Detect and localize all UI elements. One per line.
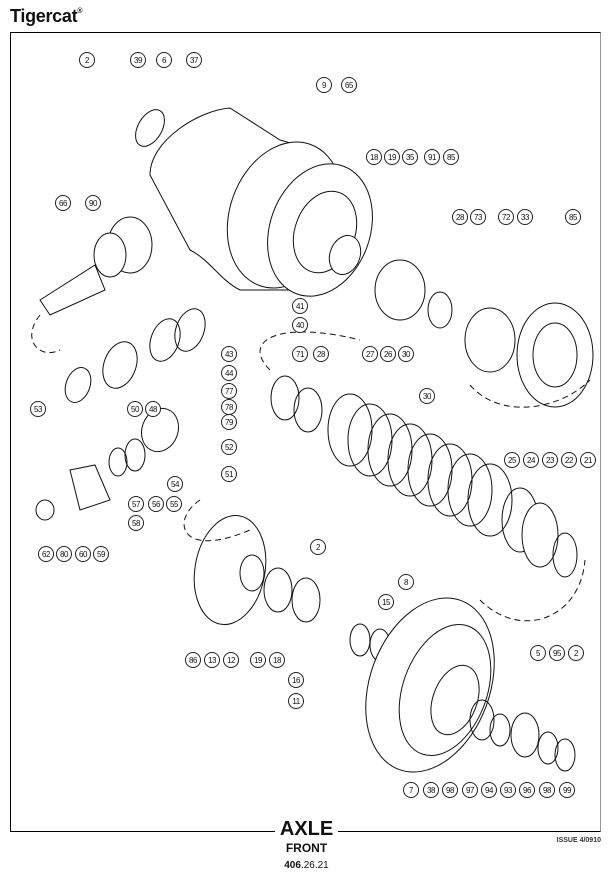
part-callout-86[interactable]: 86: [185, 652, 201, 668]
drawing-title: AXLE: [0, 818, 613, 841]
part-callout-80[interactable]: 80: [56, 546, 72, 562]
part-callout-55[interactable]: 55: [166, 496, 182, 512]
part-callout-43[interactable]: 43: [221, 346, 237, 362]
drawing-subtitle: FRONT: [285, 841, 328, 855]
part-callout-38[interactable]: 38: [423, 782, 439, 798]
part-callout-13[interactable]: 13: [204, 652, 220, 668]
part-callout-23[interactable]: 23: [542, 452, 558, 468]
part-callout-91[interactable]: 91: [424, 149, 440, 165]
part-callout-95[interactable]: 95: [549, 645, 565, 661]
part-callout-15[interactable]: 15: [378, 594, 394, 610]
part-callout-9[interactable]: 9: [316, 77, 332, 93]
title-text: AXLE: [274, 818, 339, 840]
part-callout-66[interactable]: 66: [55, 195, 71, 211]
part-callout-28[interactable]: 28: [313, 346, 329, 362]
part-callout-51[interactable]: 51: [221, 466, 237, 482]
part-callout-97[interactable]: 97: [462, 782, 478, 798]
part-callout-98[interactable]: 98: [442, 782, 458, 798]
part-callout-94[interactable]: 94: [481, 782, 497, 798]
part-callout-39[interactable]: 39: [130, 52, 146, 68]
part-callout-16[interactable]: 16: [288, 672, 304, 688]
part-callout-18[interactable]: 18: [269, 652, 285, 668]
part-callout-53[interactable]: 53: [30, 401, 46, 417]
part-callout-93[interactable]: 93: [500, 782, 516, 798]
page-number-suffix: .26.21: [300, 860, 329, 871]
part-callout-62[interactable]: 62: [38, 546, 54, 562]
part-callout-73[interactable]: 73: [470, 209, 486, 225]
part-callout-19[interactable]: 19: [250, 652, 266, 668]
part-callout-33[interactable]: 33: [517, 209, 533, 225]
page-number-prefix: 406: [284, 860, 301, 871]
part-callout-60[interactable]: 60: [75, 546, 91, 562]
part-callout-52[interactable]: 52: [221, 439, 237, 455]
part-callout-7[interactable]: 7: [403, 782, 419, 798]
part-callout-37[interactable]: 37: [186, 52, 202, 68]
part-callout-78[interactable]: 78: [221, 399, 237, 415]
part-callout-58[interactable]: 58: [128, 515, 144, 531]
part-callout-99[interactable]: 99: [559, 782, 575, 798]
part-callout-19[interactable]: 19: [384, 149, 400, 165]
part-callout-54[interactable]: 54: [167, 476, 183, 492]
part-callout-5[interactable]: 5: [530, 645, 546, 661]
part-callout-40[interactable]: 40: [292, 317, 308, 333]
part-callout-90[interactable]: 90: [85, 195, 101, 211]
part-callout-85[interactable]: 85: [565, 209, 581, 225]
part-callout-96[interactable]: 96: [519, 782, 535, 798]
part-callout-41[interactable]: 41: [292, 298, 308, 314]
part-callout-2[interactable]: 2: [79, 52, 95, 68]
differential-assembly: [374, 259, 594, 408]
part-callout-2[interactable]: 2: [568, 645, 584, 661]
part-callout-8[interactable]: 8: [398, 574, 414, 590]
part-callout-44[interactable]: 44: [221, 365, 237, 381]
axle-housing: [39, 107, 373, 316]
part-callout-72[interactable]: 72: [498, 209, 514, 225]
part-callout-6[interactable]: 6: [156, 52, 172, 68]
part-callout-65[interactable]: 65: [341, 77, 357, 93]
wheel-hub: [349, 597, 576, 773]
part-callout-57[interactable]: 57: [128, 496, 144, 512]
part-callout-18[interactable]: 18: [366, 149, 382, 165]
part-callout-2[interactable]: 2: [310, 539, 326, 555]
part-callout-71[interactable]: 71: [292, 346, 308, 362]
part-callout-79[interactable]: 79: [221, 414, 237, 430]
trademark-mark: ®: [77, 8, 83, 15]
brand-logo: Tigercat®: [10, 6, 82, 27]
brake-disc-stack: [270, 375, 578, 578]
part-callout-50[interactable]: 50: [127, 401, 143, 417]
part-callout-35[interactable]: 35: [402, 149, 418, 165]
part-callout-56[interactable]: 56: [148, 496, 164, 512]
part-callout-27[interactable]: 27: [362, 346, 378, 362]
part-callout-26[interactable]: 26: [380, 346, 396, 362]
part-callout-30[interactable]: 30: [398, 346, 414, 362]
part-callout-11[interactable]: 11: [288, 693, 304, 709]
part-callout-98[interactable]: 98: [539, 782, 555, 798]
pinion-bearings: [35, 308, 206, 521]
part-callout-28[interactable]: 28: [452, 209, 468, 225]
part-callout-30[interactable]: 30: [419, 388, 435, 404]
issue-date: ISSUE 4/0910: [556, 837, 601, 844]
part-callout-21[interactable]: 21: [580, 452, 596, 468]
brand-name: Tigercat: [10, 6, 78, 26]
part-callout-77[interactable]: 77: [221, 383, 237, 399]
page-number: 406.26.21: [0, 860, 613, 871]
part-callout-12[interactable]: 12: [223, 652, 239, 668]
assembly-guide-lines: [31, 314, 591, 622]
planet-carrier: [193, 514, 321, 626]
part-callout-59[interactable]: 59: [93, 546, 109, 562]
part-callout-85[interactable]: 85: [443, 149, 459, 165]
part-callout-25[interactable]: 25: [504, 452, 520, 468]
part-callout-24[interactable]: 24: [523, 452, 539, 468]
part-callout-22[interactable]: 22: [561, 452, 577, 468]
part-callout-48[interactable]: 48: [145, 401, 161, 417]
